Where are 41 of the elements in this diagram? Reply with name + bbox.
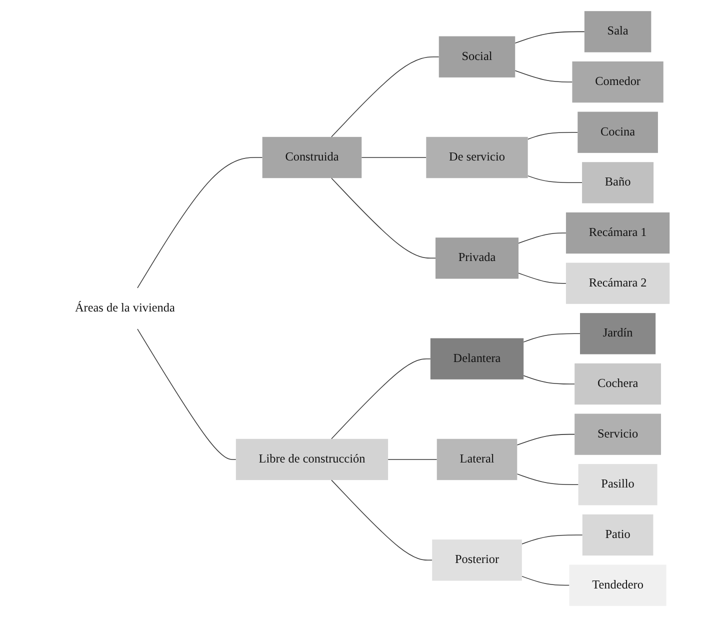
connector — [516, 434, 575, 446]
node-box: Recámara 2 — [566, 262, 670, 304]
node-box: Lateral — [436, 438, 517, 480]
node-box: Tendedero — [568, 564, 666, 606]
node-box: Construida — [262, 136, 362, 178]
connector — [518, 272, 566, 284]
node-box: Servicio — [574, 414, 661, 455]
node-box: Comedor — [572, 61, 663, 103]
node-box: Libre de construcción — [236, 438, 388, 480]
node-text: Áreas de la vivienda — [74, 302, 175, 315]
connector — [514, 31, 584, 44]
node-box: De servicio — [426, 136, 528, 178]
connector — [330, 358, 430, 440]
connector — [330, 480, 432, 561]
connector — [387, 459, 437, 460]
connector — [514, 70, 572, 82]
connector — [330, 178, 436, 259]
connector — [360, 157, 426, 158]
node-box: Delantera — [430, 338, 524, 380]
node-box: Posterior — [432, 540, 522, 581]
node-box: Patio — [582, 514, 653, 556]
connector — [527, 132, 578, 140]
node-box: Cochera — [574, 363, 661, 405]
node-box: Pasillo — [578, 464, 657, 506]
node-box: Privada — [435, 238, 518, 279]
node-box: Social — [438, 36, 515, 78]
connector — [330, 56, 439, 138]
node-box: Recámara 1 — [566, 212, 670, 254]
connector — [518, 232, 566, 244]
node-box: Sala — [584, 11, 651, 52]
connector — [522, 375, 575, 384]
node-box: Baño — [582, 162, 654, 204]
connector — [136, 157, 262, 288]
connector — [521, 576, 570, 586]
connector — [136, 328, 236, 460]
node-box: Cocina — [577, 112, 658, 153]
node-box: Jardín — [580, 313, 656, 354]
connector — [521, 534, 582, 544]
connector — [527, 175, 582, 184]
connector — [522, 333, 580, 342]
connector — [516, 474, 578, 486]
